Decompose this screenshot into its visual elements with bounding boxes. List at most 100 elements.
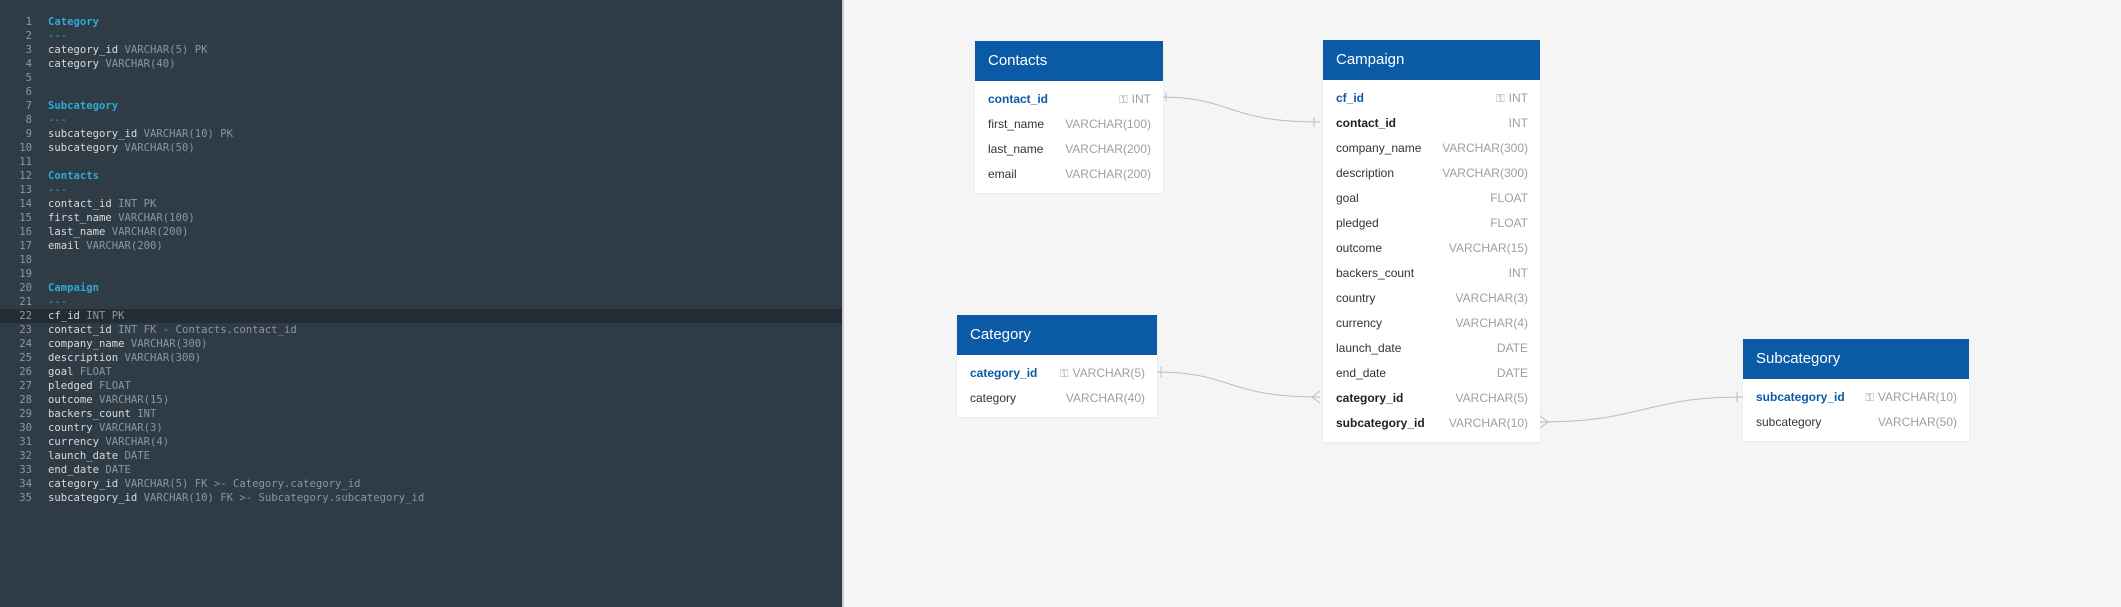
code-text[interactable]: pledged FLOAT (48, 379, 131, 393)
code-text[interactable]: company_name VARCHAR(300) (48, 337, 207, 351)
code-text[interactable]: --- (48, 113, 67, 127)
code-line[interactable]: 13--- (0, 183, 842, 197)
code-line[interactable]: 18 (0, 253, 842, 267)
code-text[interactable]: end_date DATE (48, 463, 131, 477)
code-text[interactable]: Contacts (48, 169, 99, 183)
field-name-token: subcategory_id (48, 128, 138, 140)
code-text[interactable]: Subcategory (48, 99, 118, 113)
table-title[interactable]: Campaign (1323, 40, 1540, 80)
code-text[interactable]: outcome VARCHAR(15) (48, 393, 169, 407)
code-text[interactable]: backers_count INT (48, 407, 156, 421)
code-line[interactable]: 19 (0, 267, 842, 281)
code-line[interactable]: 21--- (0, 295, 842, 309)
code-text[interactable]: --- (48, 29, 67, 43)
code-line[interactable]: 2--- (0, 29, 842, 43)
code-line[interactable]: 11 (0, 155, 842, 169)
table-title[interactable]: Category (957, 315, 1157, 355)
table-title[interactable]: Subcategory (1743, 339, 1969, 379)
code-line[interactable]: 8--- (0, 113, 842, 127)
code-text[interactable]: country VARCHAR(3) (48, 421, 163, 435)
code-text[interactable]: Category (48, 15, 99, 29)
field-row[interactable]: subcategory_id⚿VARCHAR(10) (1743, 385, 1969, 410)
code-line[interactable]: 6 (0, 85, 842, 99)
code-text[interactable]: subcategory_id VARCHAR(10) FK >- Subcate… (48, 491, 424, 505)
code-text[interactable]: category VARCHAR(40) (48, 57, 176, 71)
code-text[interactable]: subcategory VARCHAR(50) (48, 141, 195, 155)
code-text[interactable]: first_name VARCHAR(100) (48, 211, 195, 225)
code-text[interactable]: Campaign (48, 281, 99, 295)
code-text[interactable]: email VARCHAR(200) (48, 239, 163, 253)
table-title[interactable]: Contacts (975, 41, 1163, 81)
code-text[interactable]: launch_date DATE (48, 449, 150, 463)
code-text[interactable]: --- (48, 183, 67, 197)
code-text[interactable]: last_name VARCHAR(200) (48, 225, 188, 239)
field-name-token: country (48, 422, 93, 434)
code-text[interactable]: contact_id INT FK - Contacts.contact_id (48, 323, 297, 337)
field-row[interactable]: category_id⚿VARCHAR(5) (957, 361, 1157, 386)
code-text[interactable]: category_id VARCHAR(5) FK >- Category.ca… (48, 477, 361, 491)
code-text[interactable]: description VARCHAR(300) (48, 351, 201, 365)
pane-splitter[interactable] (842, 0, 844, 607)
field-row[interactable]: cf_id⚿INT (1323, 86, 1540, 111)
field-row[interactable]: contact_id⚿INT (975, 87, 1163, 112)
table-subcategory[interactable]: Subcategory subcategory_id⚿VARCHAR(10)su… (1743, 339, 1969, 441)
code-text[interactable]: currency VARCHAR(4) (48, 435, 169, 449)
code-text[interactable]: cf_id INT PK (48, 309, 125, 323)
code-text[interactable]: contact_id INT PK (48, 197, 156, 211)
code-line[interactable]: 5 (0, 71, 842, 85)
code-text[interactable]: subcategory_id VARCHAR(10) PK (48, 127, 233, 141)
code-text[interactable]: goal FLOAT (48, 365, 112, 379)
code-text[interactable]: --- (48, 295, 67, 309)
code-text[interactable]: category_id VARCHAR(5) PK (48, 43, 207, 57)
